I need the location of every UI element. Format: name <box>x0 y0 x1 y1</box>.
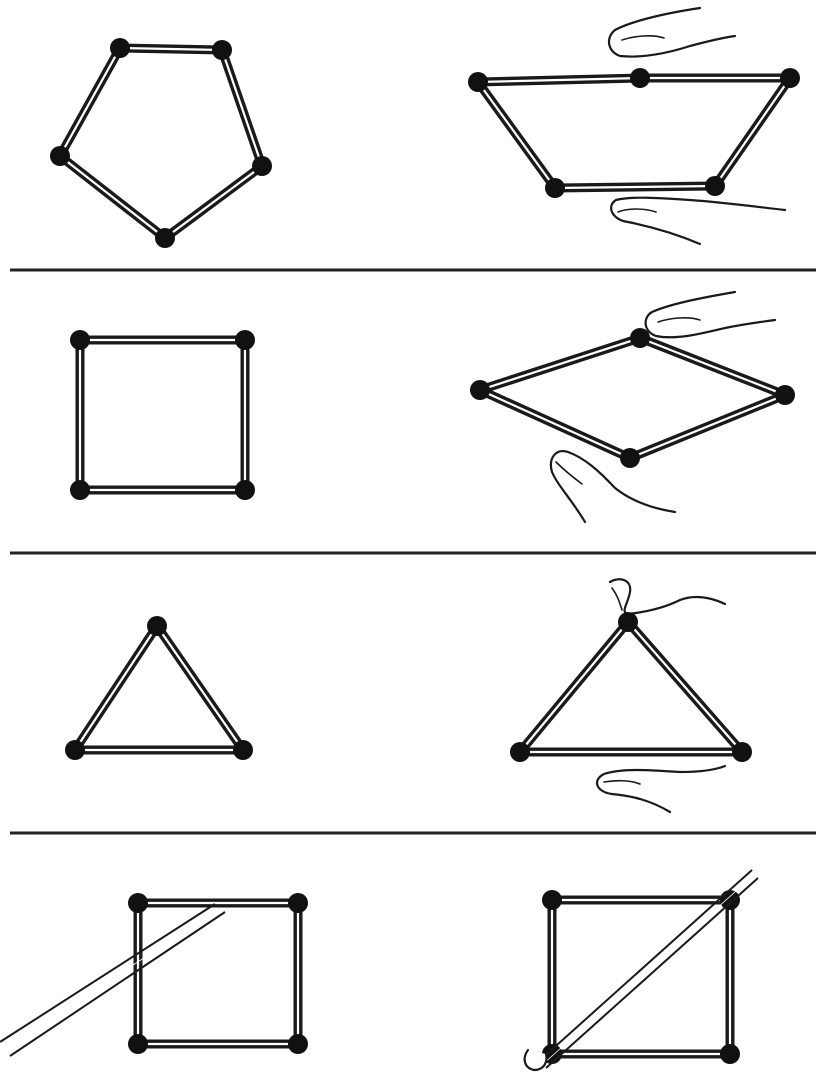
square-of-sticks <box>70 330 255 500</box>
triangle-squeezed-rigid <box>510 612 752 762</box>
stick-highlight <box>715 78 790 186</box>
stick-joint <box>252 156 272 176</box>
stick-joint <box>70 330 90 350</box>
finger-top <box>646 292 775 337</box>
stick-joint <box>705 176 725 196</box>
stick-joint <box>110 38 130 58</box>
stick-joint <box>720 1044 740 1064</box>
stick-highlight <box>630 395 785 458</box>
stick-joint <box>630 328 650 348</box>
finger-top <box>610 579 725 614</box>
stick-highlight <box>60 156 165 238</box>
stick-joint <box>212 40 232 60</box>
stick-joint <box>70 480 90 500</box>
pentagon-of-sticks <box>50 38 272 248</box>
stick-joint <box>288 1034 308 1054</box>
stick-highlight <box>520 622 628 752</box>
stick-joint <box>542 890 562 910</box>
stick-joint <box>235 330 255 350</box>
stick-joint <box>147 616 167 636</box>
stick-highlight <box>478 82 555 188</box>
stick-joint <box>288 893 308 913</box>
stick-joint <box>510 742 530 762</box>
stick-highlight <box>157 626 243 750</box>
stick-highlight <box>75 626 157 750</box>
triangle-of-sticks <box>65 616 253 760</box>
finger-top <box>609 8 735 57</box>
stick-joint <box>618 612 638 632</box>
stick-highlight <box>480 390 630 458</box>
stick-joint <box>775 385 795 405</box>
diagonal-stick <box>0 904 225 1056</box>
stick-joint <box>470 380 490 400</box>
stick-joint <box>545 178 565 198</box>
stick-joint <box>65 740 85 760</box>
stick-highlight <box>640 338 785 395</box>
stick-highlight <box>222 50 262 166</box>
finger-bottom <box>597 766 725 812</box>
finger-bottom <box>611 198 785 244</box>
stick-joint <box>128 1034 148 1054</box>
stick-joint <box>780 68 800 88</box>
stick-highlight <box>165 166 262 238</box>
stick-joint <box>620 448 640 468</box>
stick-joint <box>630 68 650 88</box>
stick-joint <box>155 228 175 248</box>
finger-bottom <box>551 451 675 522</box>
stick-joint <box>468 72 488 92</box>
stick-joint <box>235 480 255 500</box>
stick-joint <box>50 146 70 166</box>
pentagon-deformed-trapezoid <box>468 68 800 198</box>
stick-joint <box>732 742 752 762</box>
stick-highlight <box>628 622 742 752</box>
square-deformed-rhombus <box>470 328 795 468</box>
stick-joint <box>720 890 740 910</box>
stick-joint <box>233 740 253 760</box>
stick-highlight <box>60 48 120 156</box>
stick-joint <box>128 893 148 913</box>
stick-highlight <box>480 338 640 390</box>
